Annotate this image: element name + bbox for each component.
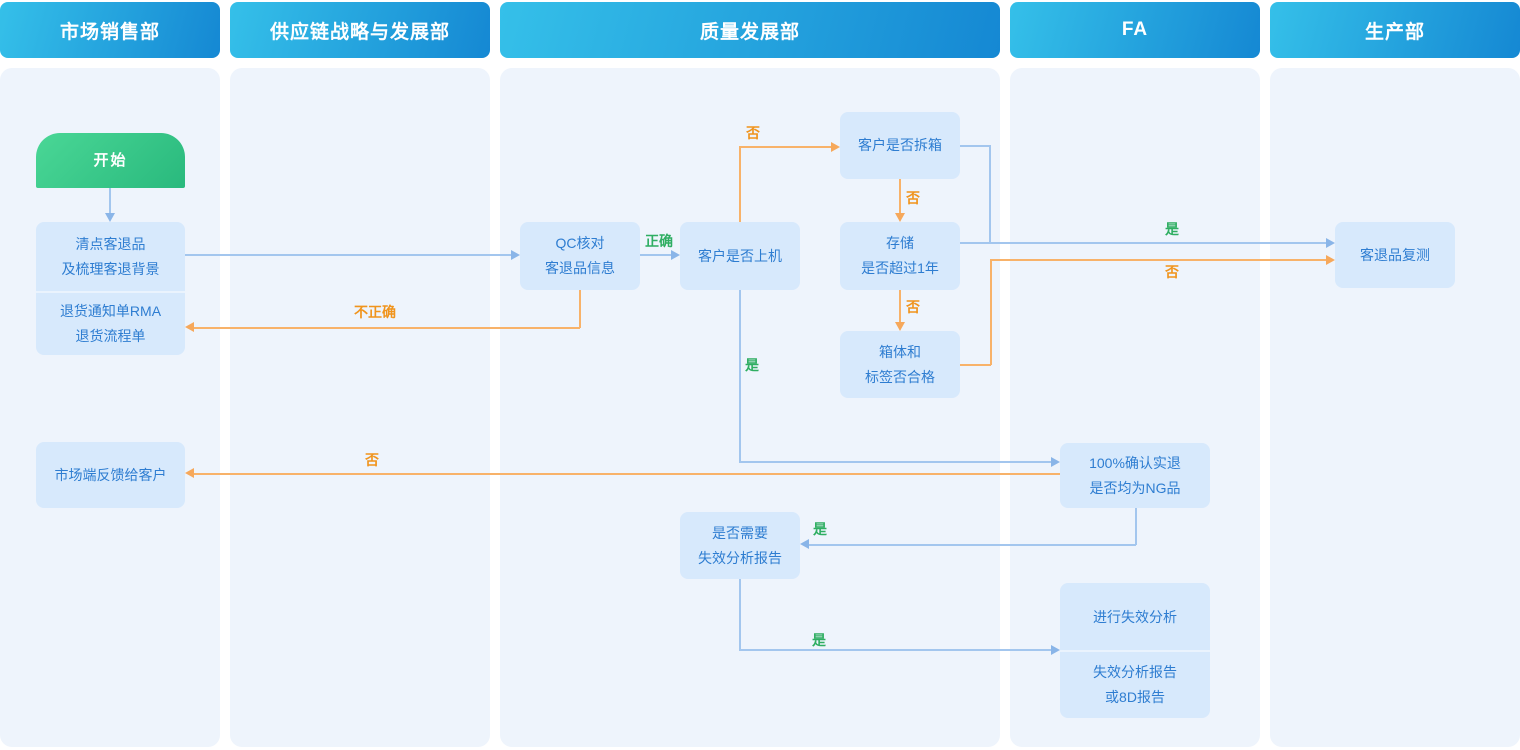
edge-label-correct: 正确 <box>645 233 673 249</box>
arrow-down-icon <box>895 322 905 331</box>
arrow-left-icon <box>185 468 194 478</box>
node-confirm-ng: 100%确认实退 是否均为NG品 <box>1060 443 1210 508</box>
lane-header-quality: 质量发展部 <box>500 2 1000 58</box>
arrow-right-icon <box>831 142 840 152</box>
lane-quality <box>500 68 1000 747</box>
edge-label-yes-needfa: 是 <box>813 521 827 537</box>
edge-qc-correct <box>640 254 672 256</box>
edge-onmachine-no-h <box>739 146 832 148</box>
lane-production <box>1270 68 1520 747</box>
edge-unboxed-yes-h <box>960 145 990 147</box>
node-need-fa-report: 是否需要 失效分析报告 <box>680 512 800 579</box>
edge-label-yes-dofa: 是 <box>812 632 826 648</box>
node-fa-analysis: 进行失效分析 失效分析报告 或8D报告 <box>1060 583 1210 718</box>
node-start: 开始 <box>36 133 185 188</box>
arrow-right-icon <box>1326 255 1335 265</box>
edge-label-incorrect: 不正确 <box>354 304 396 320</box>
edge-confirm-no <box>193 473 1060 475</box>
edge-label-no-boxlabel: 否 <box>906 299 920 315</box>
edge-confirm-yes-h <box>808 544 1136 546</box>
edge-label-no-feedback: 否 <box>365 452 379 468</box>
edge-boxlabel-no-h1 <box>960 364 991 366</box>
arrow-left-icon <box>185 322 194 332</box>
node-customer-on-machine: 客户是否上机 <box>680 222 800 290</box>
edge-storage-yes <box>960 242 1327 244</box>
node-count-returns: 清点客退品 及梳理客退背景 <box>61 236 160 277</box>
edge-boxlabel-no-h2 <box>990 259 1327 261</box>
edge-count-to-qc <box>185 254 512 256</box>
edge-boxlabel-no-v <box>990 259 992 365</box>
edge-start-down <box>109 188 111 214</box>
edge-label-yes-retest: 是 <box>1165 221 1179 237</box>
lane-header-production: 生产部 <box>1270 2 1520 58</box>
edge-label-no-unbox: 否 <box>746 125 760 141</box>
node-do-fa: 进行失效分析 <box>1093 608 1177 625</box>
edge-unboxed-no <box>899 179 901 215</box>
edge-qc-incorrect-h <box>193 327 580 329</box>
node-retest: 客退品复测 <box>1335 222 1455 288</box>
lane-supply-chain <box>230 68 490 747</box>
edge-storage-no <box>899 290 901 324</box>
arrow-right-icon <box>1051 645 1060 655</box>
arrow-right-icon <box>671 250 680 260</box>
node-fa-report: 失效分析报告 或8D报告 <box>1060 650 1210 717</box>
node-box-and-label-ok: 箱体和 标签否合格 <box>840 331 960 398</box>
node-storage-over-1-year: 存储 是否超过1年 <box>840 222 960 290</box>
edge-onmachine-yes-v <box>739 290 741 462</box>
arrow-down-icon <box>895 213 905 222</box>
arrow-right-icon <box>1326 238 1335 248</box>
edge-confirm-yes-v <box>1135 508 1137 545</box>
lane-header-fa: FA <box>1010 2 1260 58</box>
arrow-right-icon <box>511 250 520 260</box>
edge-label-no-retest: 否 <box>1165 264 1179 280</box>
lane-header-supply-chain: 供应链战略与发展部 <box>230 2 490 58</box>
node-rma-forms: 退货通知单RMA 退货流程单 <box>36 291 185 354</box>
edge-needfa-yes-v <box>739 579 741 650</box>
edge-label-yes-confirm: 是 <box>745 357 759 373</box>
node-market-feedback: 市场端反馈给客户 <box>36 442 185 508</box>
arrow-right-icon <box>1051 457 1060 467</box>
edge-label-no-storage: 否 <box>906 190 920 206</box>
edge-onmachine-yes-h <box>739 461 1052 463</box>
edge-needfa-yes-h <box>739 649 1052 651</box>
edge-onmachine-no-v <box>739 147 741 222</box>
node-qc-check: QC核对 客退品信息 <box>520 222 640 290</box>
node-count-and-rma: 清点客退品 及梳理客退背景 退货通知单RMA 退货流程单 <box>36 222 185 355</box>
edge-qc-incorrect-v <box>579 290 581 328</box>
arrow-left-icon <box>800 539 809 549</box>
node-customer-unboxed: 客户是否拆箱 <box>840 112 960 179</box>
edge-unboxed-yes-v <box>989 145 991 243</box>
lane-header-marketing: 市场销售部 <box>0 2 220 58</box>
arrow-down-icon <box>105 213 115 222</box>
